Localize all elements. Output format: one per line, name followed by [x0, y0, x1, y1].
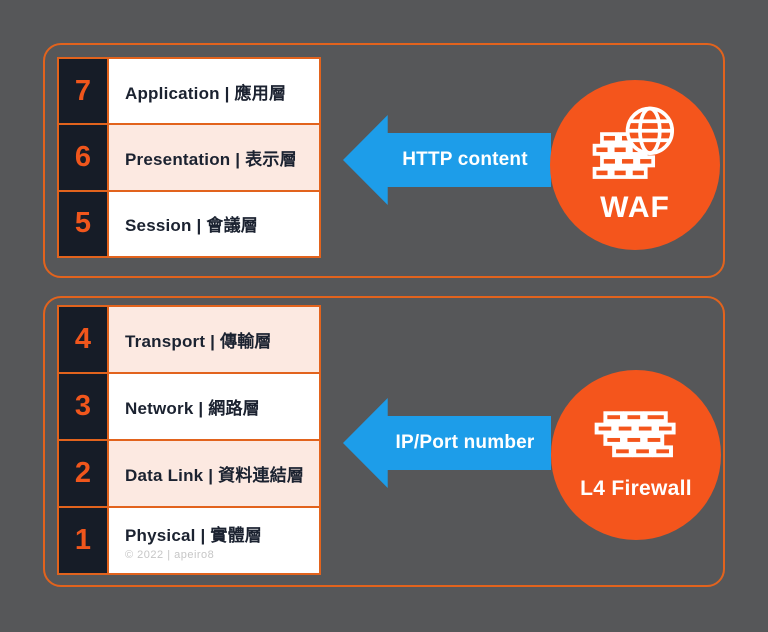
osi-row-session: 5 Session | 會議層 [59, 191, 319, 256]
osi-row-presentation: 6 Presentation | 表示層 [59, 125, 319, 192]
arrow-label: HTTP content [402, 149, 528, 170]
lower-osi-panel: 4 Transport | 傳輸層 3 Network | 網路層 2 Data… [43, 296, 725, 587]
layer-label: Application | 應用層 [125, 83, 287, 103]
layer-number: 6 [59, 125, 109, 190]
l4-firewall-label: L4 Firewall [580, 476, 692, 500]
layer-label: Data Link | 資料連結層 [125, 466, 305, 485]
ip-port-arrow: IP/Port number [343, 398, 551, 488]
http-content-arrow: HTTP content [343, 115, 551, 205]
osi-row-physical: 1 Physical | 實體層 © 2022 | apeiro8 [59, 508, 319, 573]
layer-label: Presentation | 表示層 [125, 149, 297, 169]
layer-number: 7 [59, 59, 109, 124]
layer-label: Session | 會議層 [125, 216, 258, 236]
layer-label: Physical | 實體層 [125, 525, 262, 545]
arrow-label: IP/Port number [395, 432, 535, 453]
waf-label: WAF [600, 190, 670, 224]
l4-firewall-device-circle: L4 Firewall [551, 370, 721, 540]
upper-osi-panel: 7 Application | 應用層 6 Presentation | 表示層… [43, 43, 725, 278]
osi-row-network: 3 Network | 網路層 [59, 374, 319, 441]
osi-row-datalink: 2 Data Link | 資料連結層 [59, 441, 319, 508]
lower-osi-table: 4 Transport | 傳輸層 3 Network | 網路層 2 Data… [57, 305, 321, 575]
layer-number: 2 [59, 441, 109, 506]
layer-number: 1 [59, 508, 109, 573]
brick-wall-globe-icon [589, 106, 681, 187]
layer-number: 4 [59, 307, 109, 372]
layer-label: Network | 網路層 [125, 399, 260, 418]
osi-row-application: 7 Application | 應用層 [59, 59, 319, 126]
copyright-watermark: © 2022 | apeiro8 [125, 548, 215, 561]
layer-number: 3 [59, 374, 109, 439]
brick-wall-icon [594, 410, 678, 467]
osi-row-transport: 4 Transport | 傳輸層 [59, 307, 319, 374]
layer-label: Transport | 傳輸層 [125, 332, 272, 351]
layer-number: 5 [59, 191, 109, 256]
upper-osi-table: 7 Application | 應用層 6 Presentation | 表示層… [57, 57, 321, 258]
waf-device-circle: WAF [550, 80, 720, 250]
